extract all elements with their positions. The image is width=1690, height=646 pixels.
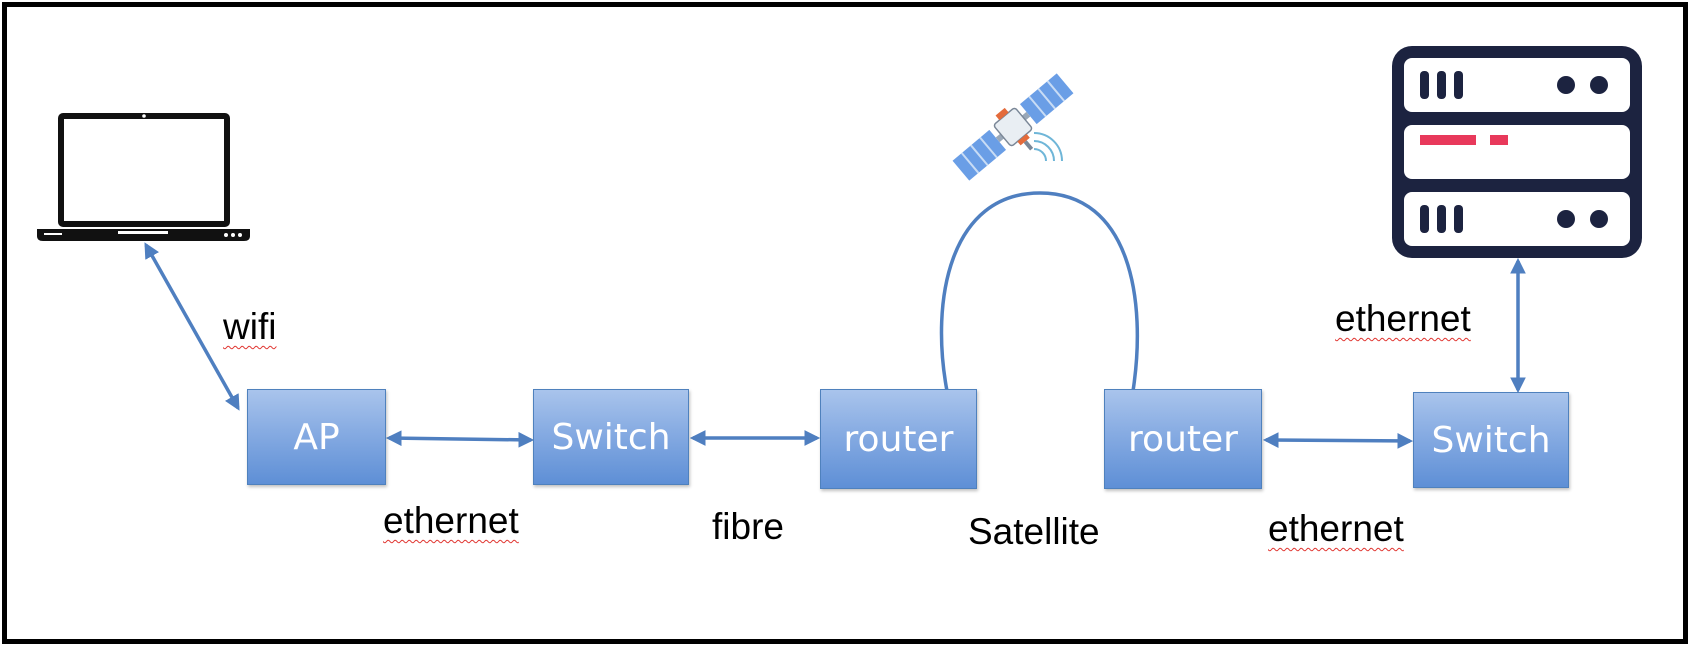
fibre-label: fibre <box>712 506 784 547</box>
router-node-right: router <box>1104 389 1262 489</box>
router-node-left: router <box>820 389 977 489</box>
switch-left-label: Switch <box>551 416 671 458</box>
access-point-node: AP <box>247 389 386 485</box>
switch-right-label: Switch <box>1431 419 1551 461</box>
laptop-icon <box>37 113 250 241</box>
satellite-label: Satellite <box>968 511 1100 552</box>
switch-node-left: Switch <box>533 389 689 485</box>
access-point-label: AP <box>293 416 340 458</box>
ethernet-link-router-switch <box>1262 432 1414 449</box>
wifi-label: wifi <box>223 306 277 347</box>
switch-node-right: Switch <box>1413 392 1569 488</box>
ethernet-link-ap-switch <box>385 430 535 448</box>
ethernet-label-right: ethernet <box>1268 508 1404 549</box>
ethernet-label-server: ethernet <box>1335 298 1471 339</box>
router-right-label: router <box>1128 418 1238 460</box>
satellite-link <box>939 191 1140 392</box>
server-icon <box>1392 46 1642 258</box>
ethernet-label-left: ethernet <box>383 500 519 541</box>
satellite-icon <box>952 73 1074 181</box>
router-left-label: router <box>843 418 954 460</box>
wifi-link <box>144 242 240 411</box>
